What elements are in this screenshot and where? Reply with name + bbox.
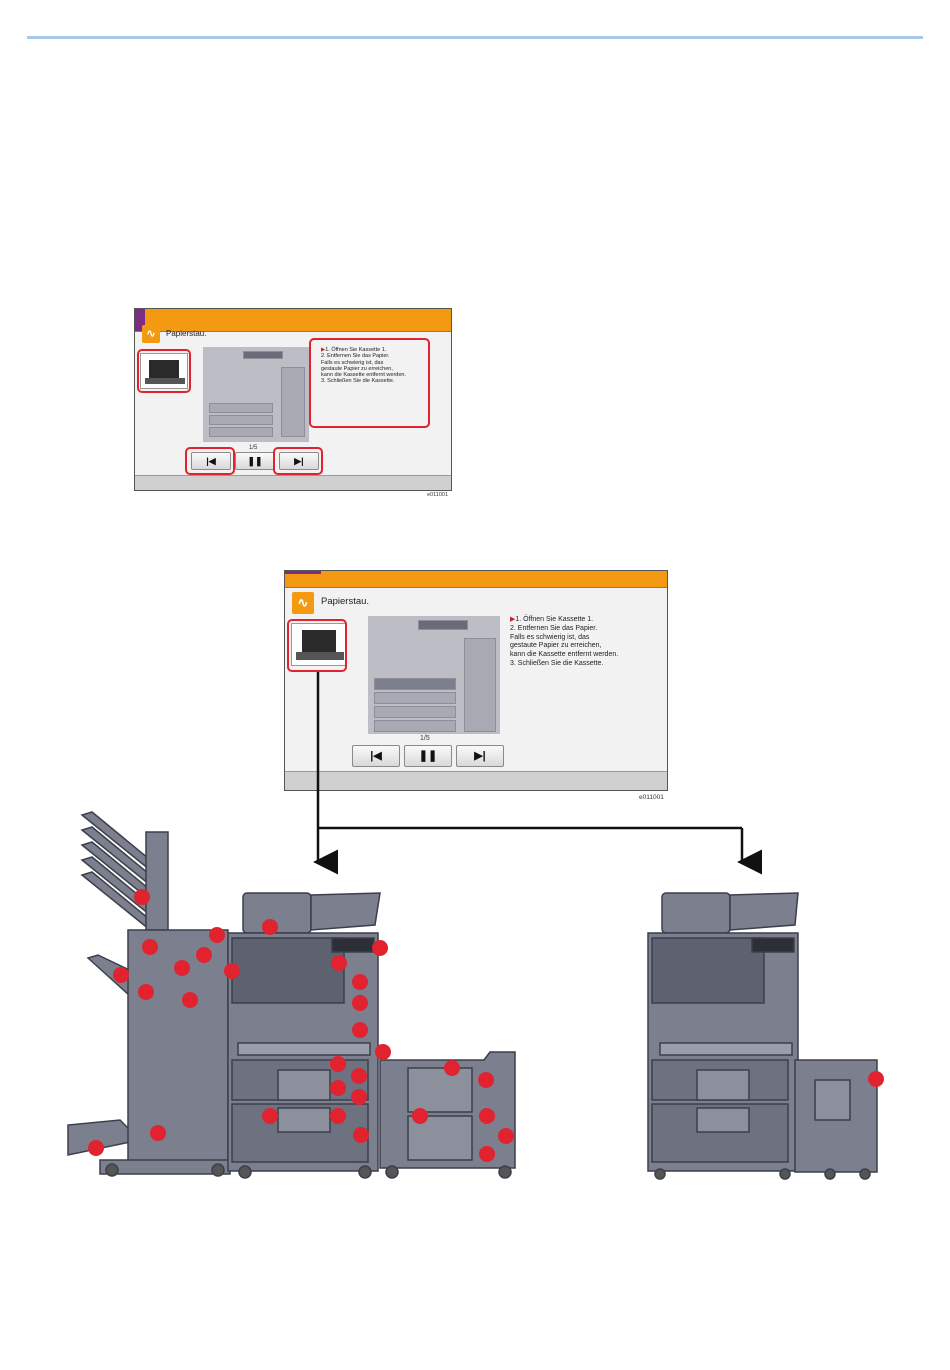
previous-step-button[interactable]: |◀ [352, 745, 400, 767]
next-step-button[interactable]: ▶| [456, 745, 504, 767]
bottom-bar [135, 475, 451, 490]
status-bar [285, 571, 667, 588]
screen-title: Papierstau. [166, 329, 207, 338]
jam-instructions: ▶1. Öffnen Sie Kassette 1. 2. Entfernen … [510, 616, 619, 667]
status-bar [135, 309, 451, 332]
connector-arrows [313, 672, 762, 875]
pause-button[interactable]: ❚❚ [404, 745, 452, 767]
pause-icon: ❚❚ [418, 750, 438, 762]
paper-jam-warning-icon: ∿ [292, 592, 314, 614]
jam-instructions: ▶1. Öffnen Sie Kassette 1. 2. Entfernen … [321, 347, 406, 385]
skip-forward-icon: ▶| [474, 750, 486, 762]
previous-step-button[interactable]: |◀ [191, 452, 231, 470]
jam-location-markers [88, 889, 884, 1162]
figure-id: e011001 [639, 794, 664, 801]
next-step-button[interactable]: ▶| [279, 452, 319, 470]
paper-jam-warning-icon: ∿ [142, 325, 160, 343]
highlight-thumbnail [137, 349, 191, 393]
page-indicator: 1/5 [249, 445, 258, 451]
pause-icon: ❚❚ [247, 456, 263, 466]
machine-basic [647, 892, 878, 1180]
bottom-bar [285, 771, 667, 790]
highlight-next-button [273, 447, 323, 475]
jam-location-thumbnail[interactable] [140, 353, 188, 389]
screen-title: Papierstau. [321, 596, 370, 607]
page-indicator: 1/5 [420, 735, 430, 742]
highlight-prev-button [185, 447, 235, 475]
highlight-instructions [309, 338, 430, 428]
skip-back-icon: |◀ [370, 750, 382, 762]
machine-illustration [203, 347, 309, 442]
header-rule [27, 36, 923, 39]
jam-screen-large: ∿ Papierstau. ▶1. Öffnen Sie Kassette 1.… [284, 570, 668, 801]
highlight-thumbnail [287, 619, 347, 672]
skip-back-icon: |◀ [206, 456, 216, 466]
machine-illustration [368, 616, 500, 734]
machine-with-finisher [67, 811, 516, 1179]
skip-forward-icon: ▶| [294, 456, 304, 466]
figure-id: e011001 [427, 492, 449, 498]
